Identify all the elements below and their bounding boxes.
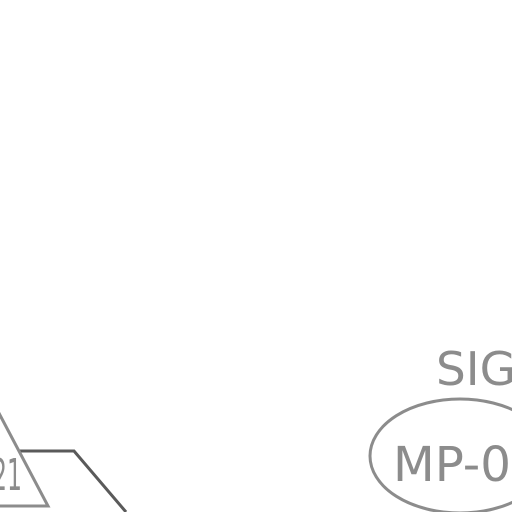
leader-line [18,449,128,512]
triangle-label: 21 [0,450,22,501]
sign-label: SIG [436,342,512,396]
triangle-marker [0,411,51,508]
tag-ellipse [368,397,512,512]
tag-label: MP-0 [393,437,511,493]
